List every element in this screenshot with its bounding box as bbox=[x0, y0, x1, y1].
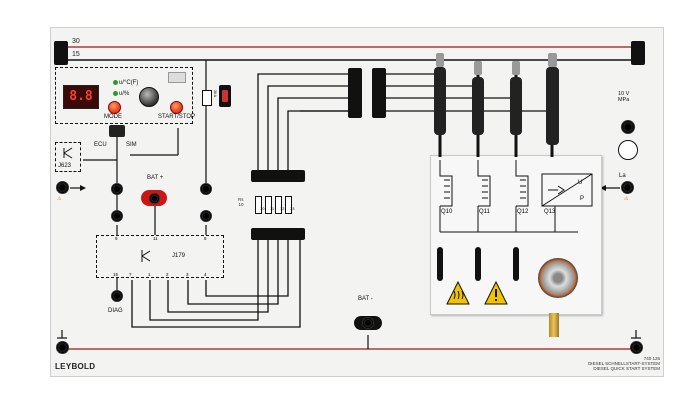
fuse-element-icon bbox=[222, 90, 228, 102]
resistor-13 bbox=[285, 196, 292, 214]
ecu-label: ECU bbox=[94, 142, 107, 148]
unit-percent-label: υ/% bbox=[119, 91, 130, 97]
resistor-tag-13: 13 bbox=[290, 206, 295, 211]
rail-15-label: 15 bbox=[72, 51, 80, 58]
glow-plug-slot-2 bbox=[475, 247, 481, 281]
pressure-fitting bbox=[549, 313, 559, 337]
ground-socket-left[interactable] bbox=[56, 341, 69, 354]
footer-part-number: 740 126 bbox=[643, 356, 660, 361]
j179-label: J179 bbox=[172, 253, 186, 259]
glow-plug-slot-3 bbox=[513, 247, 519, 281]
left-signal-socket[interactable] bbox=[56, 181, 69, 194]
control-unit-box bbox=[55, 67, 193, 124]
resistor-tag-11: 11 bbox=[270, 206, 275, 211]
resistor-10 bbox=[255, 196, 262, 214]
la-socket-symbol-icon: ⚠ bbox=[624, 196, 629, 202]
glow-plug-schematic: U P bbox=[439, 160, 593, 233]
resistor-tag-12: 12 bbox=[280, 206, 285, 211]
j179-pin-3: 3 bbox=[186, 272, 189, 277]
sim-label: SIM bbox=[126, 142, 137, 148]
bat-plus-socket[interactable] bbox=[149, 193, 160, 204]
resistor-bank-bottom-terminals[interactable] bbox=[251, 228, 305, 240]
glow-plug-q11: Q11 bbox=[479, 209, 490, 215]
caution-warning-icon bbox=[484, 282, 485, 283]
diag-socket[interactable] bbox=[111, 290, 123, 302]
socket-j179-in-1[interactable] bbox=[111, 183, 123, 195]
socket-j179-in-2[interactable] bbox=[111, 210, 123, 222]
status-led-icon bbox=[168, 72, 186, 83]
j179-pin-7: 7 bbox=[129, 272, 132, 277]
left-socket-symbol-icon: ⚠ bbox=[57, 196, 62, 202]
socket-j179-in-3[interactable] bbox=[200, 183, 212, 195]
probe-cables bbox=[434, 53, 559, 157]
bat-minus-label: BAT - bbox=[358, 296, 373, 302]
j179-pin-9: 9 bbox=[115, 236, 118, 241]
j179-pin-11: 11 bbox=[153, 236, 158, 241]
brand-logo: LEYBOLD bbox=[55, 362, 96, 371]
unit-celsius-label: υ/°C(F) bbox=[119, 80, 139, 86]
resistor-bank-top-terminals[interactable] bbox=[251, 170, 305, 182]
pressure-sensor[interactable] bbox=[538, 258, 578, 298]
resistor-tag-10: 10 bbox=[260, 206, 265, 211]
la-socket[interactable] bbox=[621, 181, 634, 194]
mode-label: MODE bbox=[104, 114, 122, 120]
j179-relay-box bbox=[96, 235, 224, 278]
footer-title-en: DIESEL QUICK START SYSTEM bbox=[593, 366, 660, 371]
glow-plug-slot-1 bbox=[437, 247, 443, 281]
j623-relay-box bbox=[55, 142, 81, 172]
sensor-output-socket[interactable] bbox=[621, 120, 635, 134]
glow-plug-q12: Q12 bbox=[517, 209, 529, 215]
led-display: 8.8 bbox=[63, 85, 99, 109]
footer-title-de: DIESEL SCHNELLSTART-SYSTEM bbox=[588, 361, 660, 366]
bat-minus-socket[interactable] bbox=[362, 317, 374, 329]
j179-pin-2: 2 bbox=[166, 272, 169, 277]
resistor-label: Rs 10 bbox=[238, 197, 244, 207]
diag-label: DIAG bbox=[108, 308, 123, 314]
transistor-icon bbox=[141, 250, 151, 262]
rail-terminal-right[interactable] bbox=[631, 41, 645, 65]
ecu-sim-toggle[interactable] bbox=[109, 125, 125, 137]
resistor-12 bbox=[275, 196, 282, 214]
rail-terminal-left[interactable] bbox=[54, 41, 68, 65]
svg-text:U: U bbox=[578, 180, 582, 186]
mode-button[interactable] bbox=[108, 101, 121, 114]
svg-text:P: P bbox=[580, 196, 584, 202]
adjust-knob[interactable] bbox=[139, 87, 159, 107]
resistor-11 bbox=[265, 196, 272, 214]
j179-pin-4: 4 bbox=[204, 272, 207, 277]
fuse-icon bbox=[202, 90, 212, 106]
transistor-icon bbox=[63, 147, 73, 159]
start-stop-label: START/STOP bbox=[158, 114, 196, 120]
terminal-block-b[interactable] bbox=[372, 68, 386, 118]
sensor-unit-label: 10 V MPa bbox=[618, 91, 630, 103]
j623-label: J623 bbox=[58, 163, 72, 169]
glow-plug-q13: Q13 bbox=[544, 209, 556, 215]
start-stop-button[interactable] bbox=[170, 101, 183, 114]
j179-pin-8: 8 bbox=[204, 236, 207, 241]
glow-plug-q10: Q10 bbox=[441, 209, 453, 215]
terminal-block-a[interactable] bbox=[348, 68, 362, 118]
rail-30-label: 30 bbox=[72, 38, 80, 45]
fuse-label: 38 A bbox=[213, 90, 217, 98]
bat-plus-label: BAT + bbox=[147, 175, 164, 181]
j179-pin-1: 1 bbox=[148, 272, 151, 277]
la-label: La bbox=[619, 173, 626, 179]
celsius-indicator-icon bbox=[113, 80, 118, 85]
percent-indicator-icon bbox=[113, 91, 118, 96]
glow-lamp-icon bbox=[618, 140, 638, 160]
j179-pin-15: 15 bbox=[113, 272, 119, 277]
warning-icons bbox=[446, 280, 508, 305]
ground-socket-right[interactable] bbox=[630, 341, 643, 354]
socket-j179-in-4[interactable] bbox=[200, 210, 212, 222]
hot-surface-warning-icon bbox=[446, 282, 447, 283]
